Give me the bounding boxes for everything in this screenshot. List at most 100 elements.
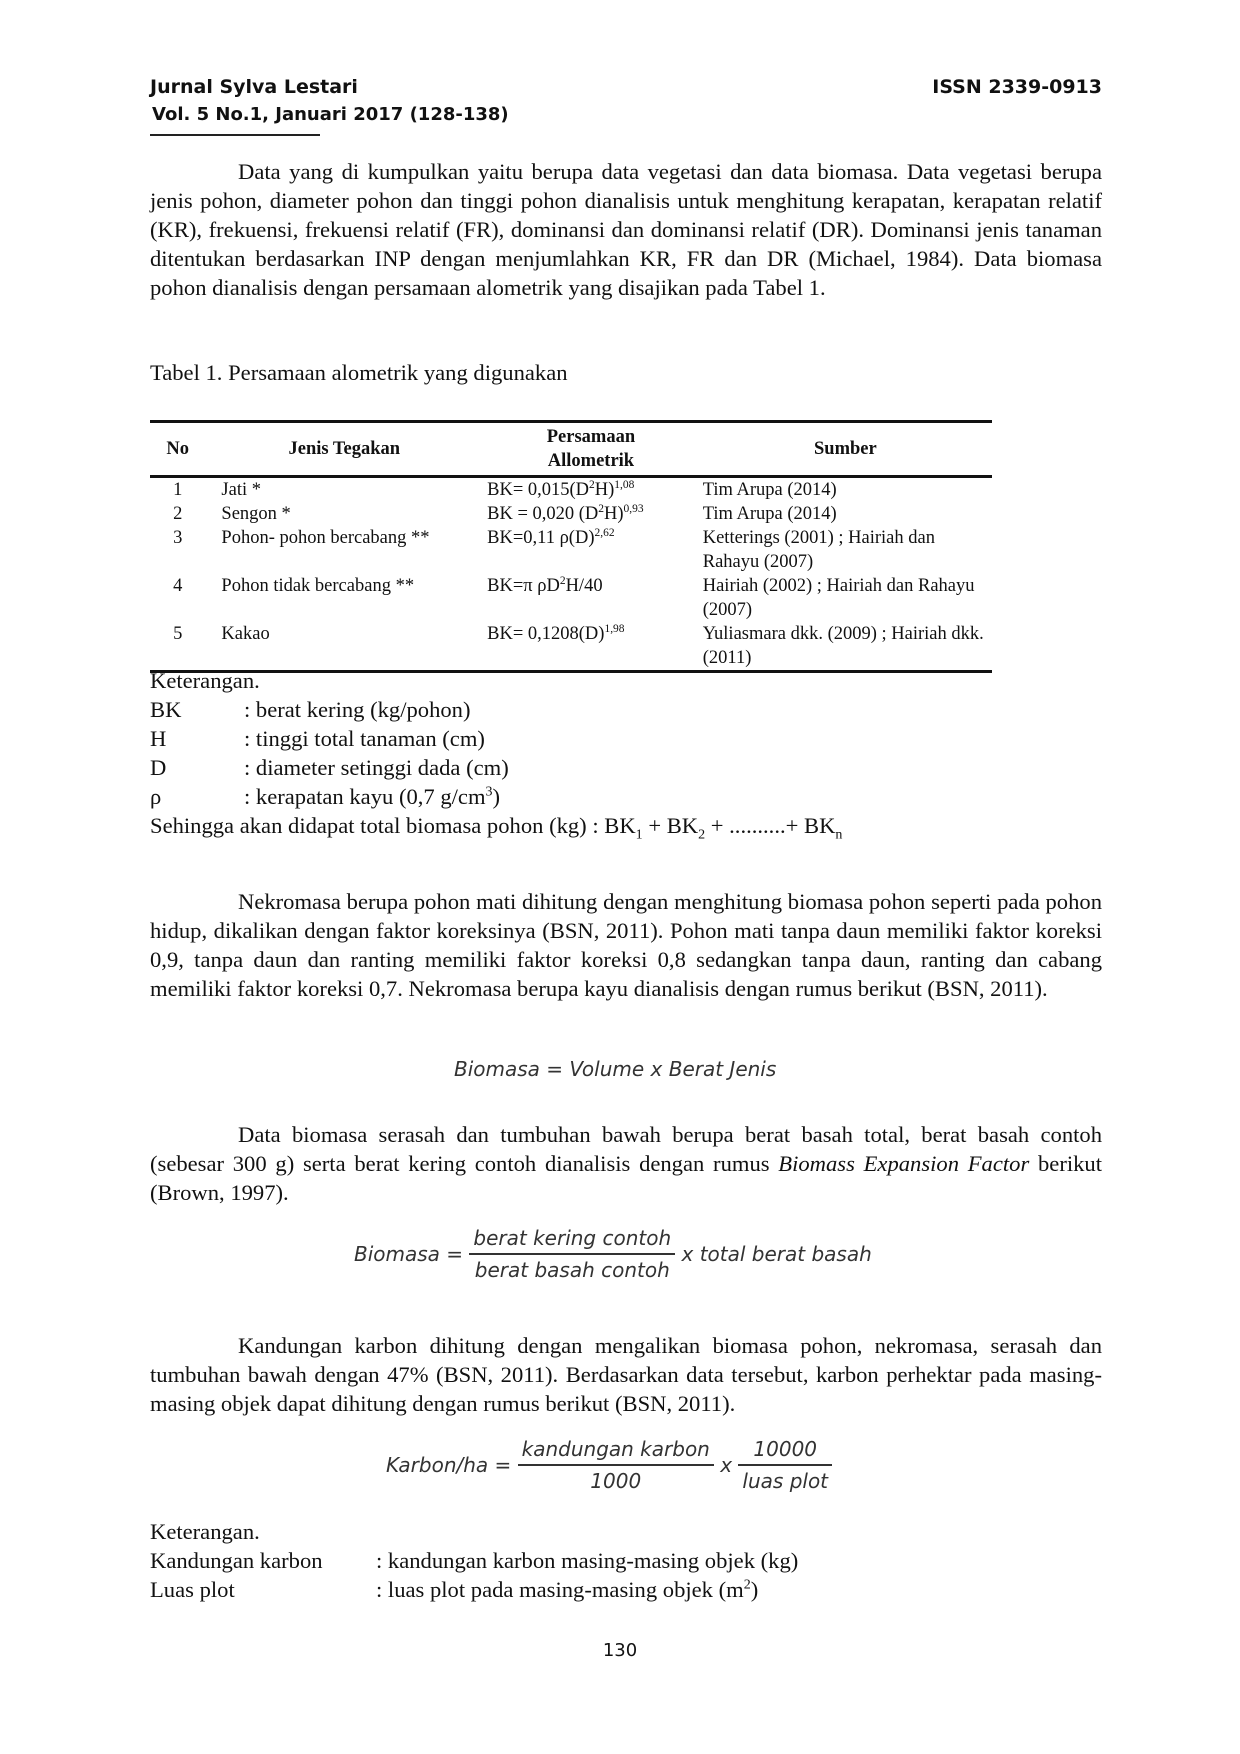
paragraph-text: Kandungan karbon dihitung dengan mengali… [150, 1333, 1102, 1416]
col-header-persamaan-line2: Allometrik [547, 451, 635, 471]
paragraph-carbon: Kandungan karbon dihitung dengan mengali… [150, 1331, 1102, 1418]
legend-block-2: Keterangan. Kandungan karbon: kandungan … [150, 1517, 798, 1604]
col-header-sumber: Sumber [814, 439, 877, 459]
header-underline [150, 134, 320, 136]
legend-value: : diameter setinggi dada (cm) [244, 755, 509, 780]
cell-persamaan: BK= 0,015(D2H)1,08 [483, 477, 699, 503]
total-mid: + BK [642, 813, 699, 838]
cell-jenis: Pohon tidak bercabang ** [221, 576, 415, 596]
legend-title: Keterangan. [150, 668, 260, 693]
formula-bef: Biomasa = berat kering contoh berat basa… [354, 1226, 872, 1282]
legend-key: Kandungan karbon [150, 1548, 323, 1573]
paragraph-text-end: berikut (Brown, 1997). [150, 1151, 1102, 1205]
fraction-numerator: kandungan karbon [517, 1437, 714, 1466]
eq-superscript: 2 [589, 478, 595, 491]
eq-part: BK= 0,015(D [487, 480, 590, 500]
formula-rhs: x total berat basah [681, 1242, 872, 1266]
cell-persamaan: BK = 0,020 (D2H)0,93 [483, 502, 699, 526]
issn: ISSN 2339-0913 [932, 76, 1102, 98]
legend-item: ρ : kerapatan kayu (0,7 g/cm3) [150, 782, 842, 811]
eq-superscript: 2 [559, 574, 566, 587]
legend-superscript: 2 [743, 1577, 751, 1593]
cell-jenis: Pohon- pohon bercabang ** [221, 528, 430, 548]
paragraph-data-collection: Data yang di kumpulkan yaitu berupa data… [150, 157, 1102, 302]
table-row: 3 Pohon- pohon bercabang ** BK=0,11 ρ(D)2,… [150, 526, 992, 574]
eq-superscript: 1,98 [604, 622, 625, 635]
legend-tail: ) [492, 784, 501, 809]
legend-item: Luas plot : luas plot pada masing-masing … [150, 1575, 798, 1604]
eq-superscript: 2,62 [594, 526, 615, 539]
legend-tail: ) [750, 1577, 759, 1602]
legend-key: ρ [150, 784, 162, 809]
formula-fraction-1: kandungan karbon 1000 [517, 1437, 714, 1493]
eq-part: BK=0,11 ρ(D) [487, 528, 595, 548]
fraction-denominator: luas plot [742, 1469, 829, 1493]
cell-jenis: Jati * [221, 480, 261, 500]
legend-superscript: 3 [485, 784, 493, 800]
formula-carbon-ha: Karbon/ha = kandungan karbon 1000 x 1000… [386, 1437, 833, 1493]
total-mid2: + ..........+ BK [705, 813, 836, 838]
col-header-persamaan-line1: Persamaan [546, 427, 636, 447]
eq-part: BK = 0,020 (D [487, 504, 599, 524]
cell-no: 3 [173, 528, 183, 548]
cell-jenis: Kakao [221, 624, 270, 644]
legend-block: Keterangan. BK : berat kering (kg/pohon)H… [150, 666, 843, 843]
cell-no: 1 [173, 480, 183, 500]
legend-value: : tinggi total tanaman (cm) [244, 726, 485, 751]
cell-sumber: Yuliasmara dkk. (2009) ; Hairiah dkk. (2… [702, 624, 984, 668]
cell-sumber: Tim Arupa (2014) [702, 480, 837, 500]
table-caption: Tabel 1. Persamaan alometrik yang diguna… [150, 360, 568, 385]
page-number: 130 [602, 1640, 638, 1661]
legend-value: : luas plot pada masing-masing objek (m [376, 1577, 744, 1602]
legend-key: Luas plot [150, 1577, 235, 1602]
paragraph-text: Nekromasa berupa pohon mati dihitung den… [150, 889, 1102, 1001]
cell-persamaan: BK= 0,1208(D)1,98 [483, 622, 699, 672]
paragraph-text: Data biomasa serasah dan tumbuhan bawah … [150, 1122, 1102, 1176]
formula-fraction: berat kering contoh berat basah contoh [469, 1226, 676, 1282]
formula-lhs: Karbon/ha = [386, 1453, 512, 1477]
legend-item: BK : berat kering (kg/pohon) [150, 695, 842, 724]
formula-lhs: Biomasa = [354, 1242, 464, 1266]
sub-n: n [835, 827, 843, 843]
col-header-jenis: Jenis Tegakan [288, 439, 401, 459]
cell-no: 5 [173, 624, 183, 644]
legend-value: : berat kering (kg/pohon) [244, 697, 471, 722]
formula-operator: x [720, 1453, 733, 1477]
eq-part: H/40 [565, 576, 603, 596]
cell-sumber: Tim Arupa (2014) [702, 504, 837, 524]
eq-superscript: 2 [598, 502, 605, 515]
sub-1: 1 [635, 827, 643, 843]
cell-no: 2 [173, 504, 183, 524]
total-prefix: Sehingga akan didapat total biomasa poho… [150, 813, 636, 838]
cell-sumber: Ketterings (2001) ; Hairiah dan Rahayu (… [702, 528, 935, 572]
fraction-denominator: berat basah contoh [474, 1258, 670, 1282]
legend-value: : kandungan karbon masing-masing objek (… [376, 1548, 799, 1573]
eq-part: BK= 0,1208(D) [487, 624, 605, 644]
eq-superscript: 0,93 [623, 502, 644, 515]
eq-superscript: 1,08 [614, 478, 635, 491]
cell-no: 4 [173, 576, 183, 596]
legend-key: BK [150, 697, 182, 722]
journal-volume: Vol. 5 No.1, Januari 2017 (128-138) [152, 104, 509, 125]
legend-item: H: tinggi total tanaman (cm) [150, 724, 842, 753]
cell-persamaan: BK=0,11 ρ(D)2,62 [483, 526, 699, 574]
legend-key: D [150, 755, 167, 780]
sub-2: 2 [698, 827, 706, 843]
col-header-no: No [166, 439, 190, 459]
eq-part: H) [604, 504, 624, 524]
paragraph-emphasis: Biomass Expansion Factor [778, 1151, 1030, 1176]
formula-fraction-2: 10000 luas plot [738, 1437, 833, 1493]
cell-sumber: Hairiah (2002) ; Hairiah dan Rahayu (200… [702, 576, 975, 620]
eq-part: BK=π ρD [487, 576, 560, 596]
legend-value: : kerapatan kayu (0,7 g/cm [244, 784, 486, 809]
cell-persamaan: BK=π ρD2H/40 [483, 574, 699, 622]
cell-jenis: Sengon * [221, 504, 291, 524]
legend-item: Kandungan karbon : kandungan karbon masin… [150, 1546, 798, 1575]
